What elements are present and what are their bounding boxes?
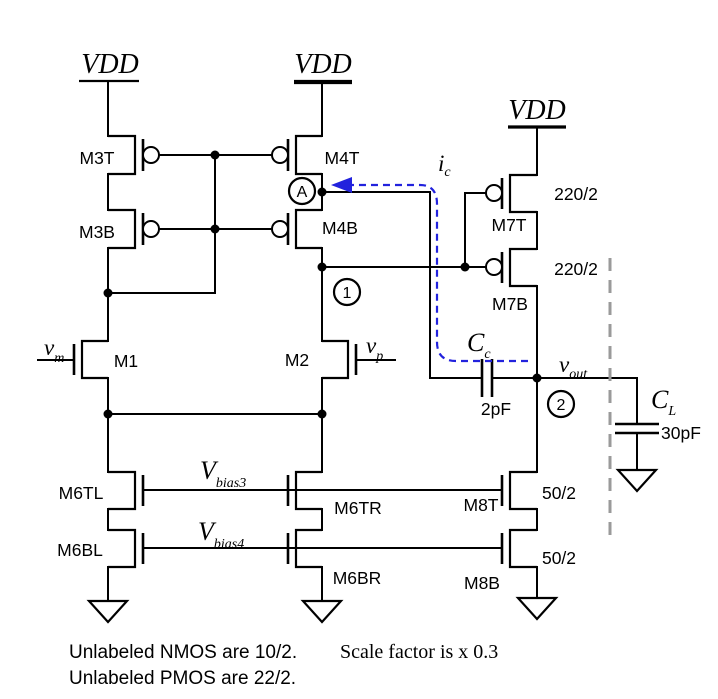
transistor-label-m3b: M3B xyxy=(79,222,115,242)
pmos-bubble xyxy=(485,258,503,276)
vout-label: vout xyxy=(559,352,588,382)
transistor-label-m8t: M8T xyxy=(464,495,499,515)
transistor-m6tr: M6TR xyxy=(286,470,382,518)
transistor-label-m6tr: M6TR xyxy=(334,498,382,518)
transistor-m4t: M4T xyxy=(271,134,360,176)
junction-dots xyxy=(103,150,542,419)
transistor-label-m8b: M8B xyxy=(464,573,500,593)
node-1-label: 1 xyxy=(343,285,352,302)
pmos-bubble xyxy=(271,220,289,238)
vp-input-label: vp xyxy=(366,333,383,364)
transistor-label-m2: M2 xyxy=(285,350,309,370)
ground-symbol-left xyxy=(86,599,130,624)
node-marker-a: A xyxy=(287,176,317,206)
transistor-label-m7t: M7T xyxy=(492,215,527,235)
size-label-m7b: 220/2 xyxy=(554,259,598,279)
transistor-label-m6br: M6BR xyxy=(333,568,382,588)
ic-dashed-path xyxy=(350,183,528,363)
transistor-label-m4t: M4T xyxy=(325,148,360,168)
transistor-m6br: M6BR xyxy=(286,528,382,588)
ground-symbol-middle xyxy=(300,599,344,624)
transistor-label-m7b: M7B xyxy=(492,294,528,314)
transistor-m7t: M7T 220/2 xyxy=(485,173,598,235)
size-label-m8t: 50/2 xyxy=(542,483,576,503)
transistor-m2: M2 xyxy=(285,339,396,380)
cl-value: 30pF xyxy=(661,423,701,443)
gate-net-diode-wire xyxy=(107,154,216,294)
ic-arrowhead-icon xyxy=(331,177,352,193)
note-nmos: Unlabeled NMOS are 10/2. xyxy=(69,642,297,663)
pmos-bubble xyxy=(142,146,160,164)
vbias4-label: Vbias4 xyxy=(198,517,244,552)
ground-symbol-cl xyxy=(615,468,659,493)
compensation-current-path: ic xyxy=(331,151,528,363)
cc-value: 2pF xyxy=(481,399,511,419)
transistor-label-m4b: M4B xyxy=(322,218,358,238)
pmos-bubble xyxy=(271,146,289,164)
node-2-label: 2 xyxy=(557,397,566,414)
transistor-label-m6tl: M6TL xyxy=(59,483,104,503)
m7t-gate-tie-wire xyxy=(464,192,487,268)
vbias3-label: Vbias3 xyxy=(200,456,246,491)
transistor-label-m3t: M3T xyxy=(80,148,115,168)
transistor-m8t: M8T 50/2 xyxy=(464,470,576,515)
node-a-label: A xyxy=(297,184,308,201)
transistor-m8b: M8B 50/2 xyxy=(464,528,576,593)
transistor-m6tl: M6TL xyxy=(59,470,145,511)
transistor-m1: M1 xyxy=(37,339,138,380)
node-a-to-cc-wire xyxy=(321,191,482,379)
vdd-rail-right: VDD xyxy=(508,95,566,176)
transistor-m4b: M4B xyxy=(271,208,358,250)
compensation-capacitor-cc: Cc 2pF xyxy=(467,328,511,419)
load-capacitor-cl: CL 30pF xyxy=(615,385,701,493)
vdd-rail-left: VDD xyxy=(79,49,139,137)
cc-label: Cc xyxy=(467,328,491,362)
node-marker-2: 2 xyxy=(546,389,576,419)
note-pmos: Unlabeled PMOS are 22/2. xyxy=(69,668,296,689)
pmos-bubble xyxy=(485,184,503,202)
vm-input-label: vm xyxy=(44,335,64,366)
pmos-bubble xyxy=(142,220,160,238)
transistor-label-m6bl: M6BL xyxy=(57,540,103,560)
vdd-label-right: VDD xyxy=(508,95,566,126)
size-label-m7t: 220/2 xyxy=(554,184,598,204)
transistor-m3t: M3T xyxy=(80,134,160,176)
vdd-label-middle: VDD xyxy=(294,49,352,80)
transistor-m7b: M7B 220/2 xyxy=(485,247,598,314)
size-label-m8b: 50/2 xyxy=(542,548,576,568)
ic-label: ic xyxy=(438,151,451,180)
cl-label: CL xyxy=(651,385,676,419)
vdd-rail-middle: VDD xyxy=(294,49,352,137)
transistor-label-m1: M1 xyxy=(114,351,138,371)
vdd-label-left: VDD xyxy=(81,49,139,80)
transistor-m6bl: M6BL xyxy=(57,528,145,569)
note-scale-factor: Scale factor is x 0.3 xyxy=(340,641,498,663)
transistor-m3b: M3B xyxy=(79,208,160,250)
ground-symbol-right xyxy=(515,596,559,621)
node-marker-1: 1 xyxy=(332,277,362,307)
